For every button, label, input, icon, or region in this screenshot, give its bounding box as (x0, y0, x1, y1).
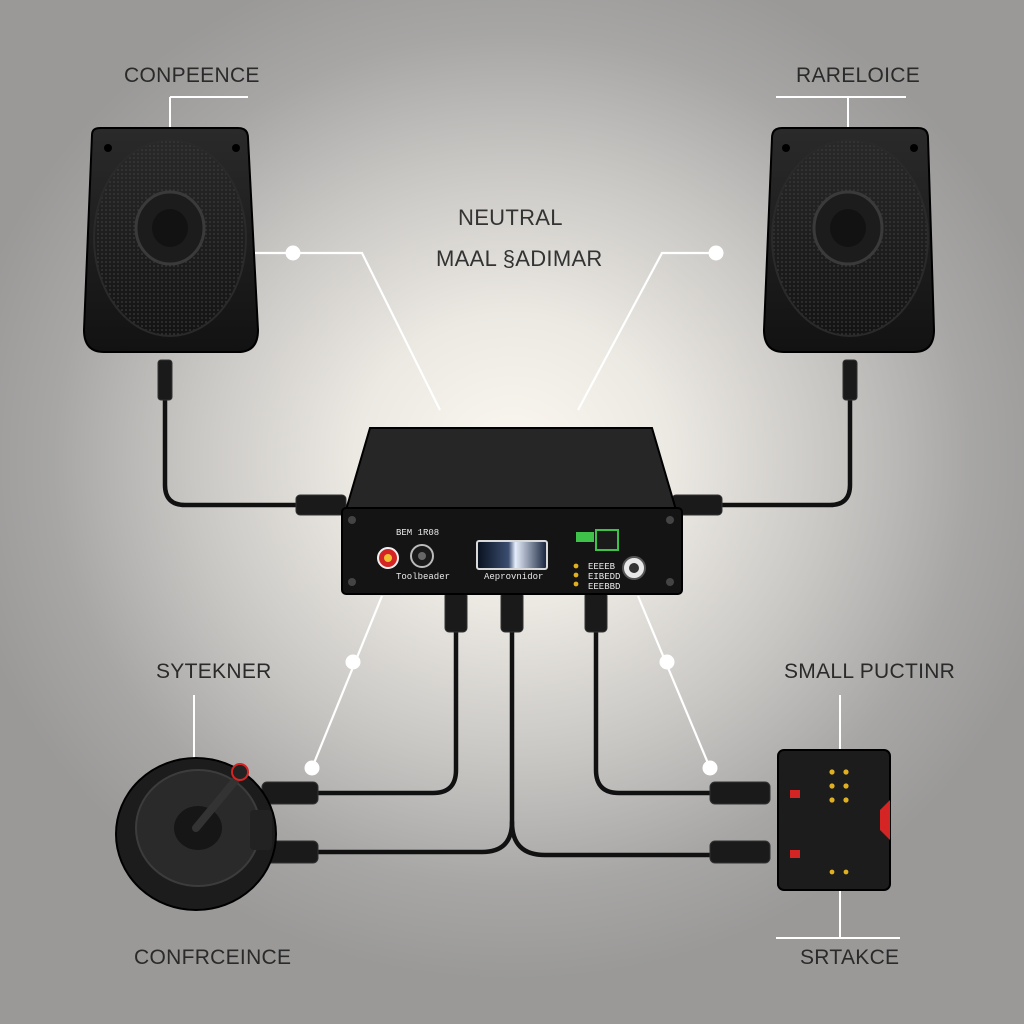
label-bottom-left: CONFRCEINCE (134, 946, 292, 969)
amp-left-label: BEM 1R08 (396, 528, 440, 538)
label-guides (169, 96, 906, 939)
label-top-left: CONPEENCE (124, 64, 260, 87)
amp-right-line-1: EEEEB (588, 562, 616, 572)
cable-connectors (157, 359, 858, 864)
small-processor-icon (777, 749, 891, 891)
label-mid-left: SYTEKNER (156, 660, 272, 683)
callout-lines (255, 251, 716, 769)
label-center-title: NEUTRAL (458, 205, 563, 230)
label-center-subtitle: MAAL §ADIMAR (436, 246, 603, 271)
label-bottom-right: SRTAKCE (800, 946, 900, 969)
amp-right-line-3: EEEBBD (588, 582, 621, 592)
turntable-icon (115, 757, 277, 911)
label-top-right: RARELOICE (796, 64, 921, 87)
amp-right-line-2: EIBEDD (588, 572, 621, 582)
amplifier-display (476, 540, 548, 570)
cables (162, 392, 853, 858)
label-mid-right: SMALL PUCTINR (784, 660, 956, 683)
right-speaker-icon (762, 127, 936, 353)
amp-left-sublabel: Toolbeader (396, 572, 451, 582)
left-speaker-icon (82, 127, 260, 353)
amp-center-label: Aeprovnidor (484, 572, 544, 582)
amp-right-readout: EEEEB EIBEDD EEEBBD (588, 562, 620, 592)
